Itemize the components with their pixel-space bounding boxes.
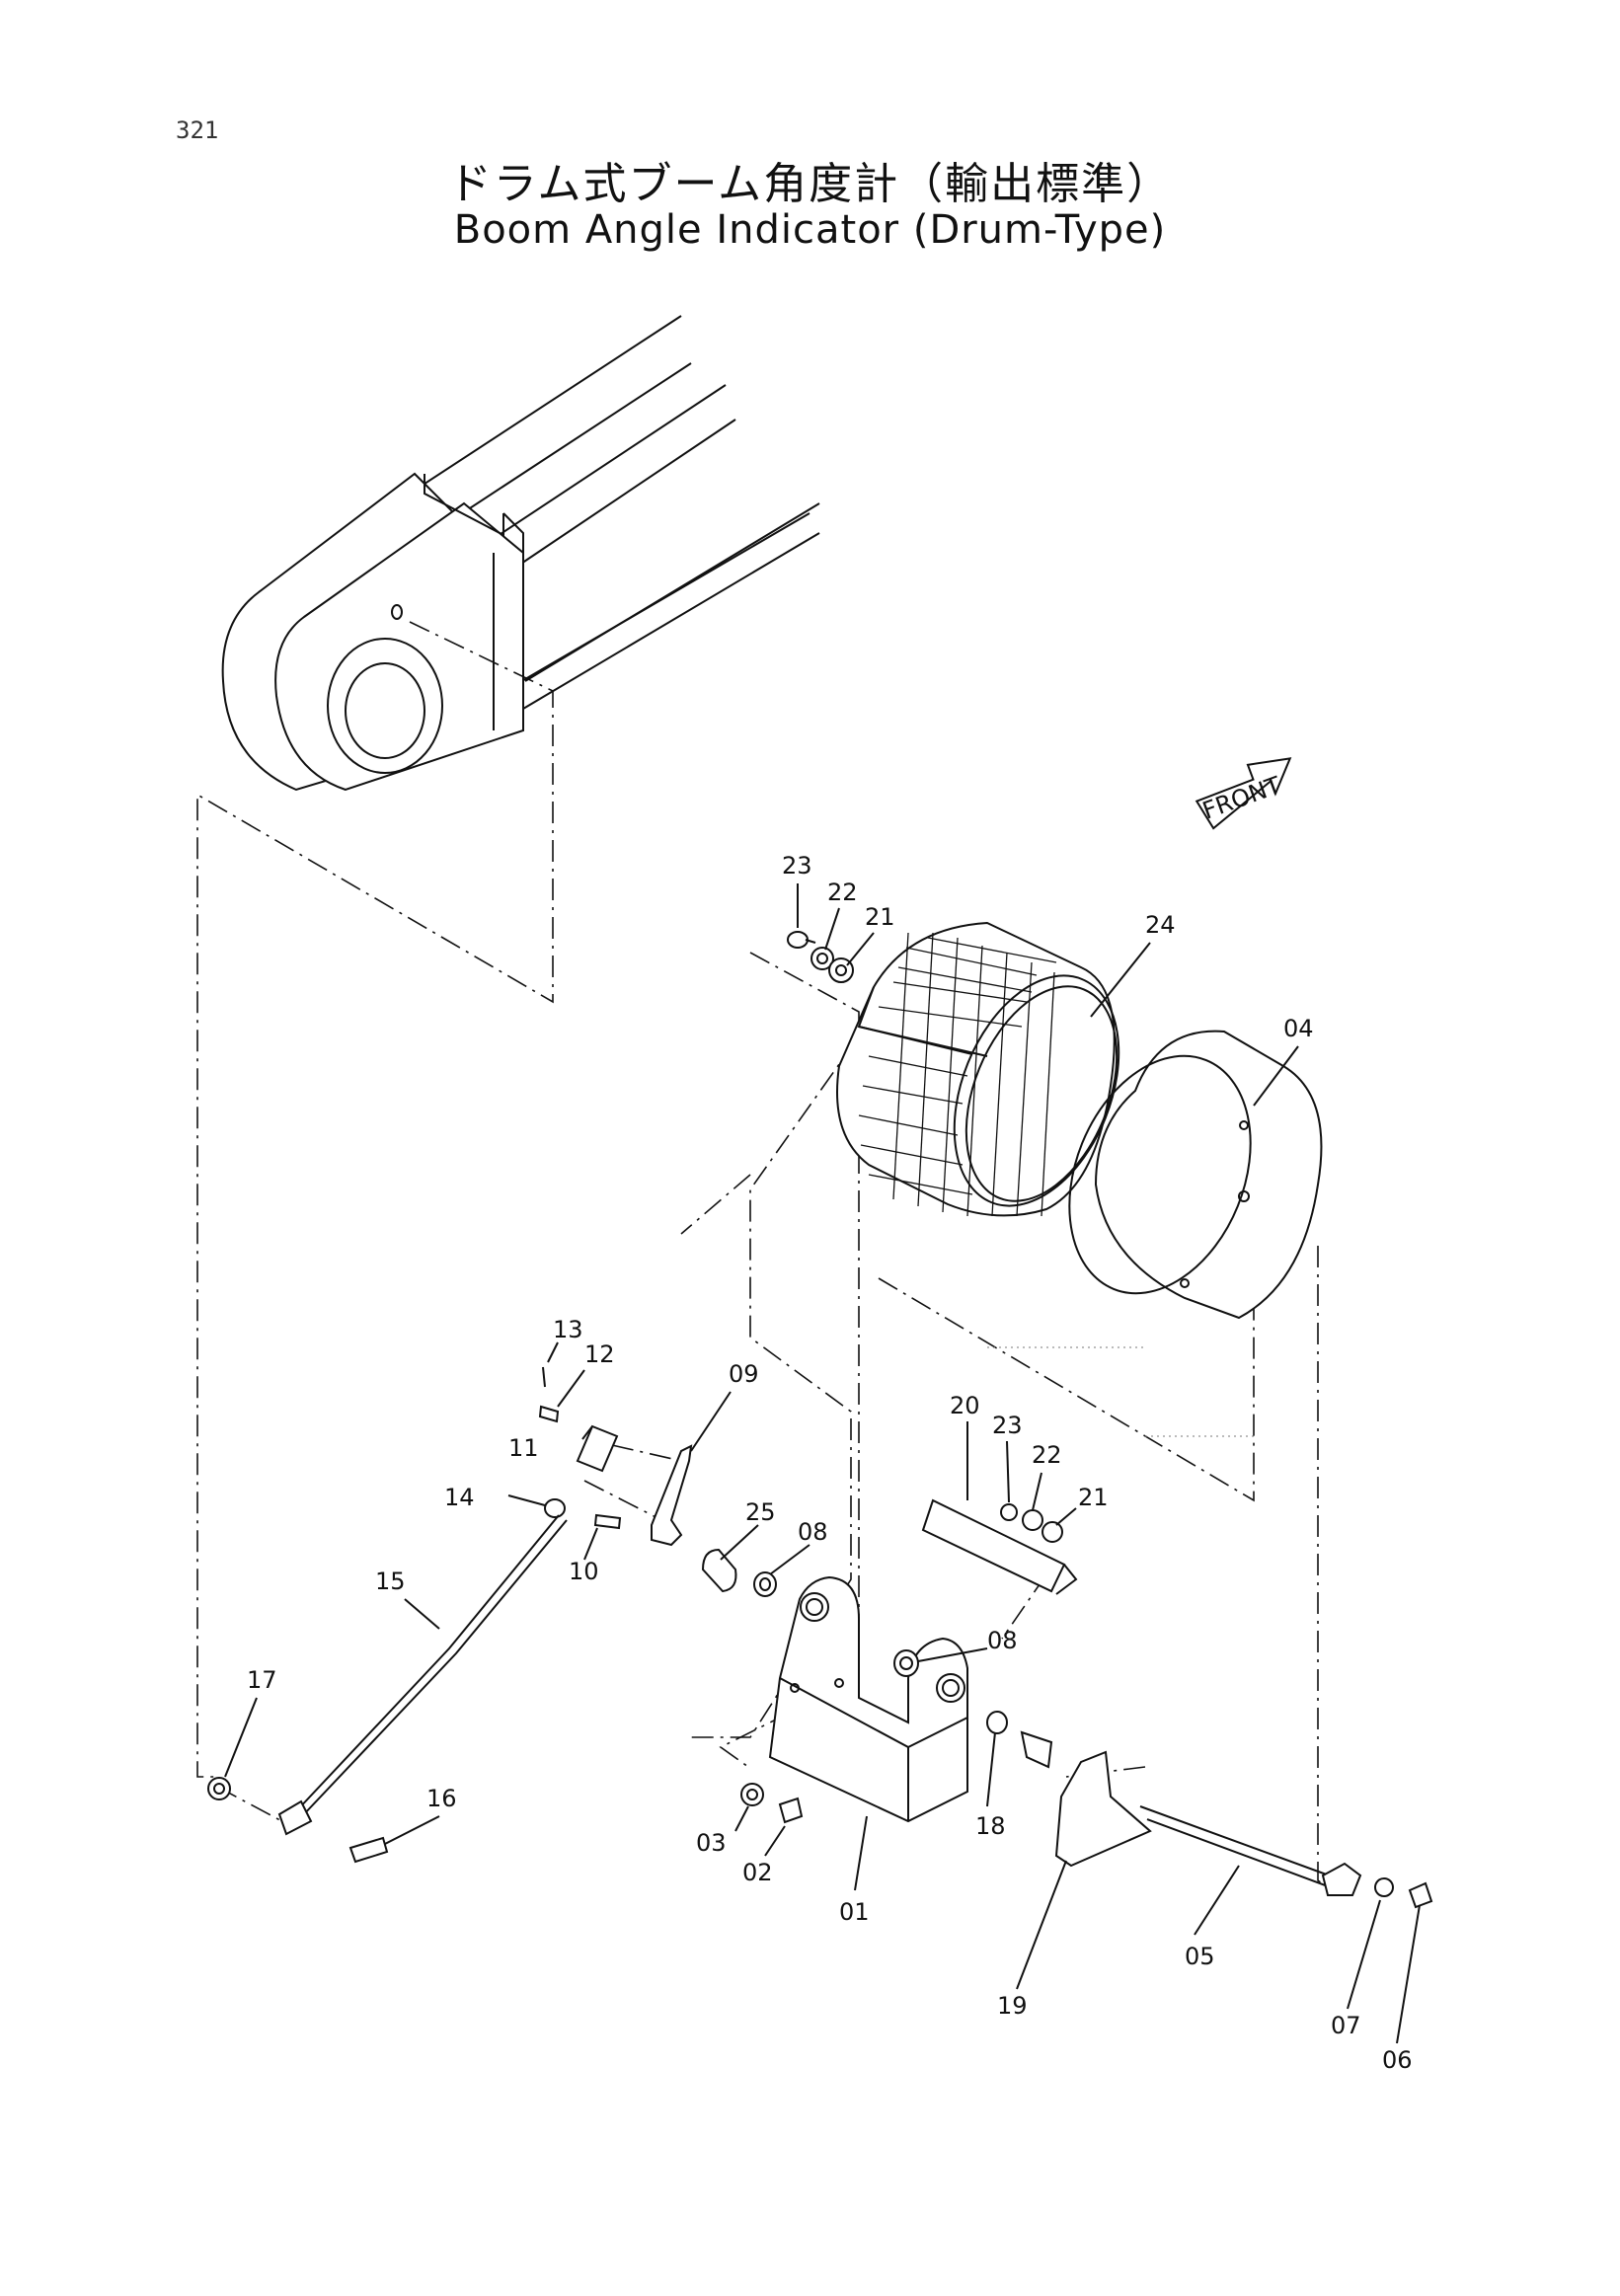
label-06: 06 [1382, 2046, 1413, 2074]
label-16: 16 [426, 1785, 457, 1812]
label-08b: 08 [987, 1627, 1018, 1654]
label-02: 02 [742, 1859, 773, 1886]
plate-20 [921, 1498, 1078, 1595]
lower-linkage [1020, 1730, 1433, 1909]
title-japanese: ドラム式ブーム角度計（輸出標準） [447, 159, 1173, 209]
title-english: Boom Angle Indicator (Drum-Type) [453, 207, 1167, 253]
label-17: 17 [247, 1666, 277, 1694]
label-04: 04 [1283, 1015, 1314, 1042]
boom-arm [221, 315, 820, 792]
label-24: 24 [1145, 911, 1176, 939]
label-20: 20 [950, 1392, 980, 1419]
upper-linkage [538, 1366, 777, 1597]
label-08a: 08 [798, 1518, 828, 1546]
label-03: 03 [696, 1829, 727, 1857]
leader-lines [224, 883, 1421, 2044]
label-23a: 23 [782, 852, 812, 880]
label-21a: 21 [865, 903, 895, 931]
label-01: 01 [839, 1898, 870, 1926]
rod-assembly [207, 1514, 568, 1864]
part-labels: 23 22 21 24 04 13 12 09 11 14 25 08 10 1… [247, 852, 1413, 2074]
label-23b: 23 [992, 1412, 1023, 1439]
label-12: 12 [584, 1340, 615, 1368]
label-13: 13 [553, 1316, 583, 1343]
washers-bolts [740, 1649, 1008, 1824]
label-21b: 21 [1078, 1484, 1109, 1511]
bracket [768, 1575, 968, 1823]
label-10: 10 [569, 1558, 599, 1585]
label-05: 05 [1185, 1943, 1215, 1970]
label-09: 09 [729, 1360, 759, 1388]
drum-grid [858, 932, 1057, 1217]
label-14: 14 [444, 1484, 475, 1511]
front-arrow: FRONT [1195, 757, 1292, 830]
scale-drum [787, 921, 1120, 1217]
label-15: 15 [375, 1568, 406, 1595]
label-11: 11 [508, 1434, 539, 1462]
label-19: 19 [997, 1992, 1028, 2020]
page-number: 321 [176, 116, 219, 144]
label-22b: 22 [1032, 1441, 1062, 1469]
label-22a: 22 [827, 879, 858, 906]
label-07: 07 [1331, 2012, 1361, 2039]
label-25: 25 [745, 1498, 776, 1526]
front-label: FRONT [1198, 771, 1284, 824]
label-18: 18 [975, 1812, 1006, 1840]
drum-cover [1068, 1030, 1323, 1320]
